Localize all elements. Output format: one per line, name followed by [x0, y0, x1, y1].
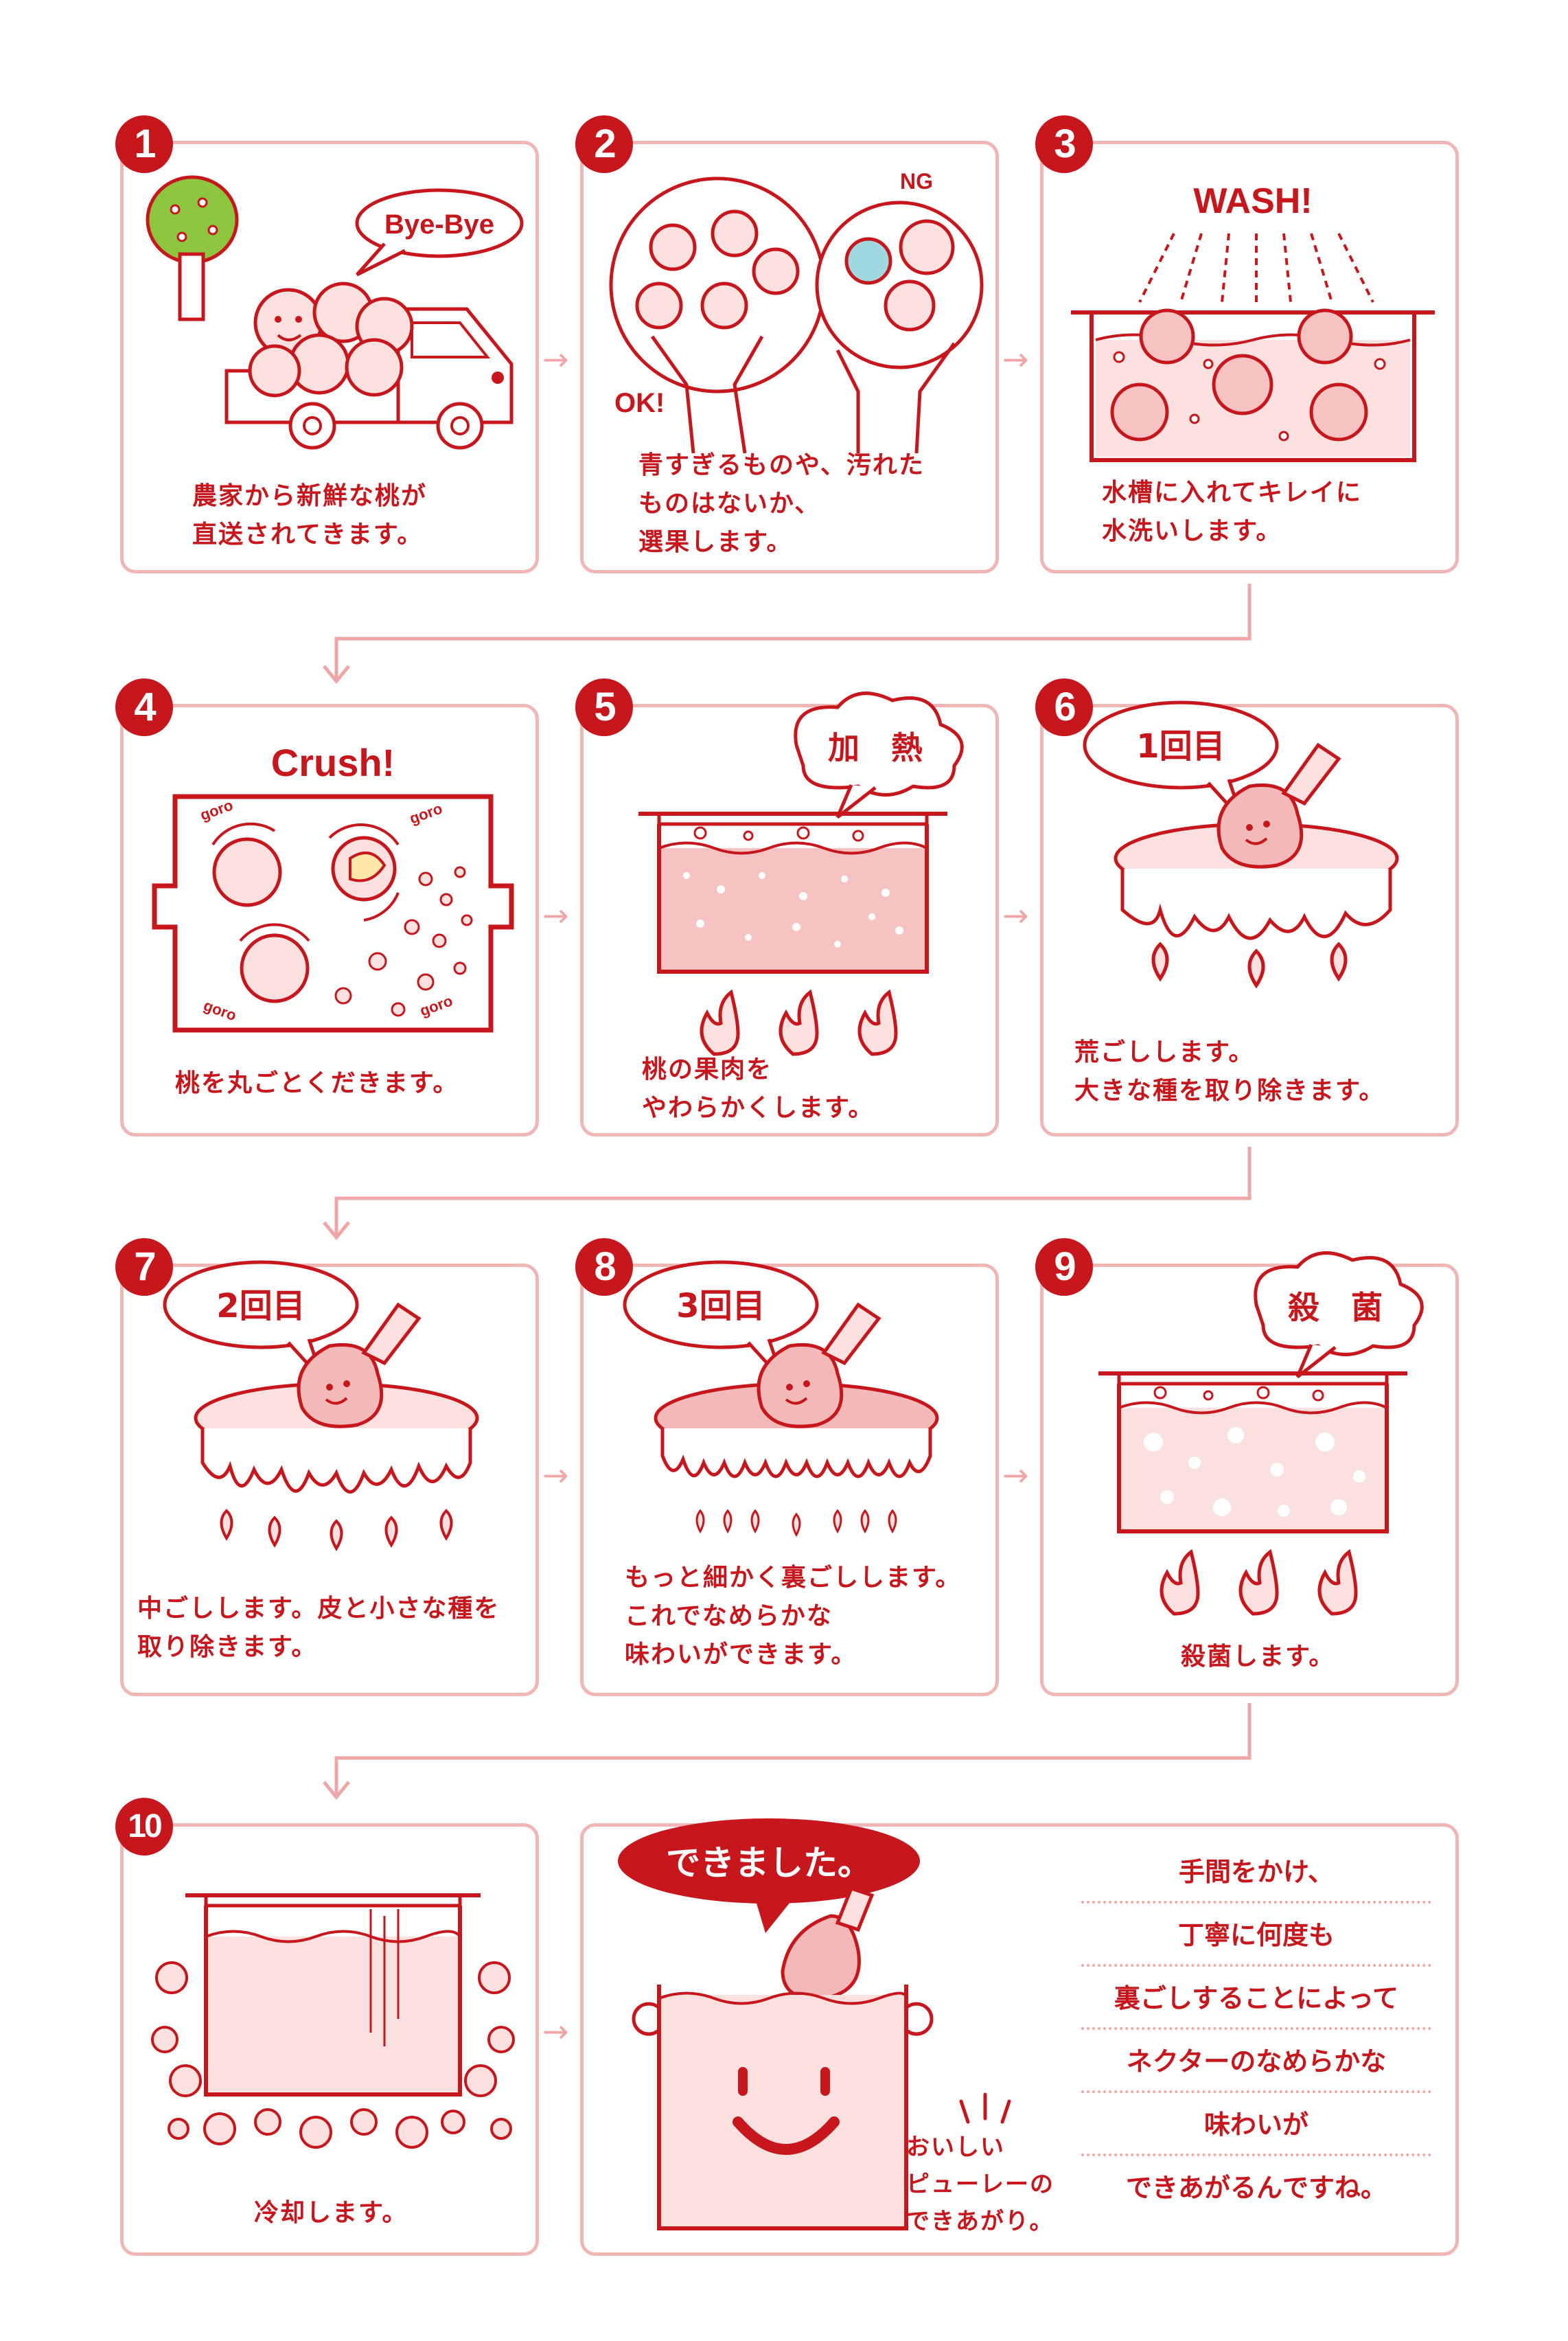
- crush-title: Crush!: [271, 741, 395, 784]
- step-10-number: 10: [115, 1798, 173, 1855]
- wash-title: WASH!: [1193, 181, 1312, 221]
- step-2-number: 2: [575, 115, 633, 173]
- step-10-caption: 冷却します。: [254, 2199, 408, 2227]
- sieve-icon: [194, 1382, 479, 1494]
- pot-icon: [1071, 310, 1435, 462]
- step-6-panel: 1回目 荒ごしします。 大きな種を取り除きます。: [1040, 700, 1459, 1137]
- ng-label: NG: [900, 169, 933, 194]
- crush-illustration: Crush! goro goro goro goro: [152, 741, 514, 1033]
- smile-face: [738, 2067, 830, 2096]
- step-9-panel: 殺 菌 殺菌します。: [1040, 1251, 1459, 1696]
- step-2-panel: NG OK! 青すぎるものや、汚れた ものはないか、 選果します。: [580, 141, 999, 573]
- step-8-panel: 3回目 もっと細かく裏ごしします。 これでなめらかな 味わいができます。: [580, 1260, 999, 1696]
- round-1-text: 1回目: [1136, 727, 1225, 766]
- right-arrow-icon: →: [1002, 1457, 1029, 1494]
- right-arrow-icon: →: [542, 341, 569, 378]
- step-7-caption: 中ごしします。皮と小さな種を 取り除きます。: [137, 1595, 500, 1661]
- step-9-number: 9: [1035, 1238, 1093, 1296]
- final-summary: 手間をかけ、 丁寧に何度も 裏ごしすることによって ネクターのなめらかな 味わい…: [1081, 1840, 1431, 2219]
- step-8-number: 8: [575, 1238, 633, 1296]
- step-7-number: 7: [115, 1238, 173, 1296]
- done-text: できました。: [666, 1843, 872, 1883]
- pot-icon: [632, 1985, 934, 2230]
- summary-line: できあがるんですね。: [1125, 2173, 1387, 2203]
- peach-icon: [635, 209, 955, 332]
- step-7-panel: 2回目 中ごしします。皮と小さな種を 取り除きます。: [120, 1260, 539, 1696]
- round-2-bubble: 2回目: [163, 1260, 359, 1382]
- peach-icon: [248, 282, 414, 398]
- right-arrow-icon: →: [542, 2013, 569, 2050]
- round-3-text: 3回目: [676, 1287, 765, 1325]
- goro-text: goro: [201, 996, 238, 1024]
- step-4-panel: Crush! goro goro goro goro 桃を丸ごとくだきます。: [120, 704, 539, 1137]
- round-1-bubble: 1回目: [1083, 700, 1279, 822]
- tree-icon: [146, 175, 239, 321]
- right-arrow-icon: →: [542, 1457, 569, 1494]
- flame-icon: [1160, 1549, 1358, 1616]
- wash-illustration: WASH!: [1071, 181, 1435, 462]
- step-4-caption: 桃を丸ごとくだきます。: [175, 1069, 459, 1097]
- goro-text: goro: [417, 992, 454, 1019]
- sorting-illustration: NG OK!: [609, 169, 984, 454]
- round-3-bubble: 3回目: [623, 1260, 819, 1382]
- step-3-panel: WASH! 水槽に入れてキレイに 水洗いします。: [1040, 141, 1459, 573]
- step-6-caption: 荒ごしします。 大きな種を取り除きます。: [1074, 1038, 1385, 1105]
- puree-caption: おいしい ピューレーの できあがり。: [906, 2134, 1054, 2235]
- step-3-number: 3: [1035, 115, 1093, 173]
- step-8-caption: もっと細かく裏ごしします。 これでなめらかな 味わいができます。: [625, 1564, 962, 1669]
- peach-icon: [1110, 308, 1368, 442]
- right-arrow-icon: →: [1002, 341, 1029, 378]
- pot-icon: [1098, 1371, 1407, 1533]
- sieve-1-illustration: 1回目: [1083, 700, 1399, 989]
- final-panel: できました。 おいしい ピューレーの できあがり。 手間をかけ、 丁寧に何度も …: [580, 1818, 1459, 2256]
- sieve-3-illustration: 3回目: [623, 1260, 939, 1538]
- summary-line: 丁寧に何度も: [1081, 1904, 1431, 1967]
- sterilize-text: 殺 菌: [1288, 1289, 1383, 1326]
- right-arrow-icon: →: [542, 897, 569, 934]
- flame-icon: [700, 989, 898, 1056]
- step-4-number: 4: [115, 678, 173, 736]
- step-5-caption: 桃の果肉を やわらかくします。: [642, 1055, 875, 1122]
- summary-line: 味わいが: [1081, 2093, 1431, 2156]
- hand-icon: [650, 335, 956, 454]
- sterilize-bubble: 殺 菌: [1254, 1251, 1424, 1378]
- ok-label: OK!: [614, 388, 665, 418]
- step-1-number: 1: [115, 115, 173, 173]
- step-2-caption: 青すぎるものや、汚れた ものはないか、 選果します。: [638, 451, 925, 556]
- step-6-number: 6: [1035, 678, 1093, 736]
- step-5-panel: 加 熱 桃の果肉を やわらかくします。: [580, 692, 999, 1137]
- truck-illustration: Bye-Bye: [146, 175, 524, 450]
- ice-icon: [151, 1961, 515, 2149]
- step-9-caption: 殺菌します。: [1181, 1643, 1335, 1671]
- sieve-2-illustration: 2回目: [163, 1260, 479, 1551]
- step-10-panel: 冷却します。: [120, 1823, 539, 2256]
- cooling-illustration: [151, 1893, 515, 2149]
- step-1-caption: 農家から新鮮な桃が 直送されてきます。: [192, 482, 428, 549]
- round-2-text: 2回目: [216, 1287, 305, 1325]
- heat-text: 加 熱: [828, 729, 923, 766]
- step-5-number: 5: [575, 678, 633, 736]
- step-3-caption: 水槽に入れてキレイに 水洗いします。: [1102, 479, 1362, 545]
- sterilize-illustration: 殺 菌: [1098, 1251, 1424, 1616]
- done-bubble: できました。: [618, 1818, 920, 1933]
- right-arrow-icon: →: [1002, 897, 1029, 934]
- heating-illustration: 加 熱: [638, 692, 964, 1056]
- summary-line: ネクターのなめらかな: [1081, 2030, 1431, 2093]
- step-1-panel: Bye-Bye 農家から新鮮な桃が 直送されてきます。: [120, 141, 539, 573]
- puree-illustration: できました。: [618, 1818, 1011, 2230]
- bye-bye-text: Bye-Bye: [384, 209, 494, 240]
- pot-icon: [185, 1893, 481, 2097]
- heat-bubble: 加 熱: [794, 692, 964, 819]
- bye-bye-bubble: Bye-Bye: [355, 188, 524, 277]
- goro-text: goro: [198, 796, 235, 823]
- goro-text: goro: [407, 799, 444, 827]
- summary-line: 裏ごしすることによって: [1081, 1967, 1431, 2030]
- pot-icon: [638, 812, 947, 974]
- summary-line: 手間をかけ、: [1081, 1840, 1431, 1904]
- truck-icon: [224, 307, 514, 450]
